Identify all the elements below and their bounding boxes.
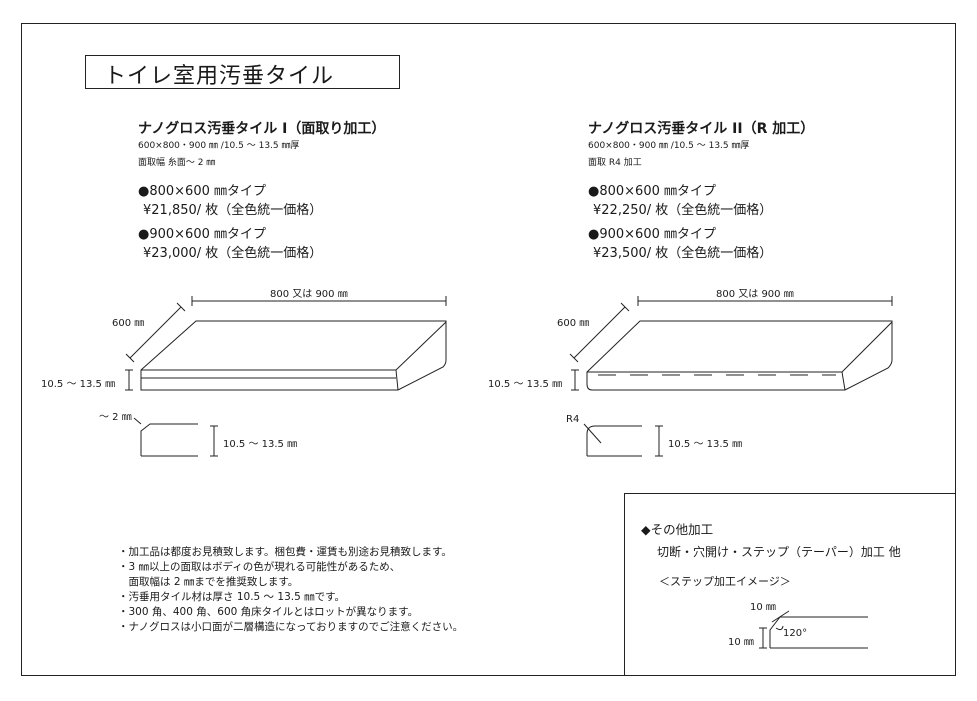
step-angle-label: 120° (783, 628, 808, 639)
product2-name: ナノグロス汚垂タイル II（R 加工） (588, 121, 815, 137)
note-item: ・ナノグロスは小口面が二層構造になっておりますのでご注意ください。 (118, 621, 464, 633)
notes-list: ・加工品は都度お見積致します。梱包費・運賃も別途お見積致します。 ・3 ㎜以上の… (118, 545, 463, 635)
step-height-label: 10 ㎜ (728, 637, 754, 648)
other-description: 切断・穴開け・ステップ（テーパー）加工 他 (657, 545, 901, 559)
product2-edge: 面取 R4 加工 (588, 158, 642, 168)
other-processing-box (624, 493, 956, 676)
title-box (85, 55, 400, 89)
tile2-section-thickness-label: 10.5 ～ 13.5 ㎜ (668, 439, 743, 450)
product1-type2-price: ¥23,000/ 枚（全色統一価格） (143, 246, 323, 261)
product1-type2-size: ●900×600 ㎜タイプ (138, 227, 266, 242)
step-drawing (759, 610, 868, 649)
page-frame (21, 23, 956, 676)
product1-type1-price: ¥21,850/ 枚（全色統一価格） (143, 203, 323, 218)
note-item: ・300 角、400 角、600 角床タイルとはロットが異なります。 (118, 606, 419, 618)
product1-type1-size: ●800×600 ㎜タイプ (138, 184, 266, 199)
tile1-width-label: 600 ㎜ (112, 318, 145, 329)
step-width-label: 10 ㎜ (750, 602, 776, 613)
product2-type2-price: ¥23,500/ 枚（全色統一価格） (593, 246, 773, 261)
product2-type2-size: ●900×600 ㎜タイプ (588, 227, 716, 242)
product1-name: ナノグロス汚垂タイル I（面取り加工） (138, 121, 386, 137)
page-title: トイレ室用汚垂タイル (104, 64, 335, 89)
tile2-width-label: 600 ㎜ (557, 318, 590, 329)
product1-spec: 600×800・900 ㎜ /10.5 ～ 13.5 ㎜厚 (138, 141, 300, 151)
tile2-length-label: 800 又は 900 ㎜ (716, 289, 794, 300)
note-item: 面取幅は 2 ㎜までを推奨致します。 (118, 576, 299, 588)
other-title: ◆その他加工 (641, 522, 714, 537)
step-caption: ＜ステップ加工イメージ＞ (659, 575, 791, 588)
product2-spec: 600×800・900 ㎜ /10.5 ～ 13.5 ㎜厚 (588, 141, 750, 151)
tile1-section-thickness-label: 10.5 ～ 13.5 ㎜ (223, 439, 298, 450)
product1-edge: 面取幅 糸面～ 2 ㎜ (138, 158, 216, 168)
tile2-edge-label: R4 (566, 414, 580, 425)
product2-type1-price: ¥22,250/ 枚（全色統一価格） (593, 203, 773, 218)
tile1-drawing (125, 296, 447, 457)
note-item: ・加工品は都度お見積致します。梱包費・運賃も別途お見積致します。 (118, 546, 452, 558)
tile2-drawing (569, 296, 893, 457)
tile1-length-label: 800 又は 900 ㎜ (270, 289, 348, 300)
note-item: ・汚垂用タイル材は厚さ 10.5 ～ 13.5 ㎜です。 (118, 591, 346, 603)
product2-type1-size: ●800×600 ㎜タイプ (588, 184, 716, 199)
note-item: ・3 ㎜以上の面取はボディの色が現れる可能性があるため、 (118, 561, 401, 573)
tile1-thickness-label: 10.5 ～ 13.5 ㎜ (41, 379, 116, 390)
tile1-edge-label: ～ 2 ㎜ (99, 412, 132, 423)
tile2-thickness-label: 10.5 ～ 13.5 ㎜ (488, 379, 563, 390)
